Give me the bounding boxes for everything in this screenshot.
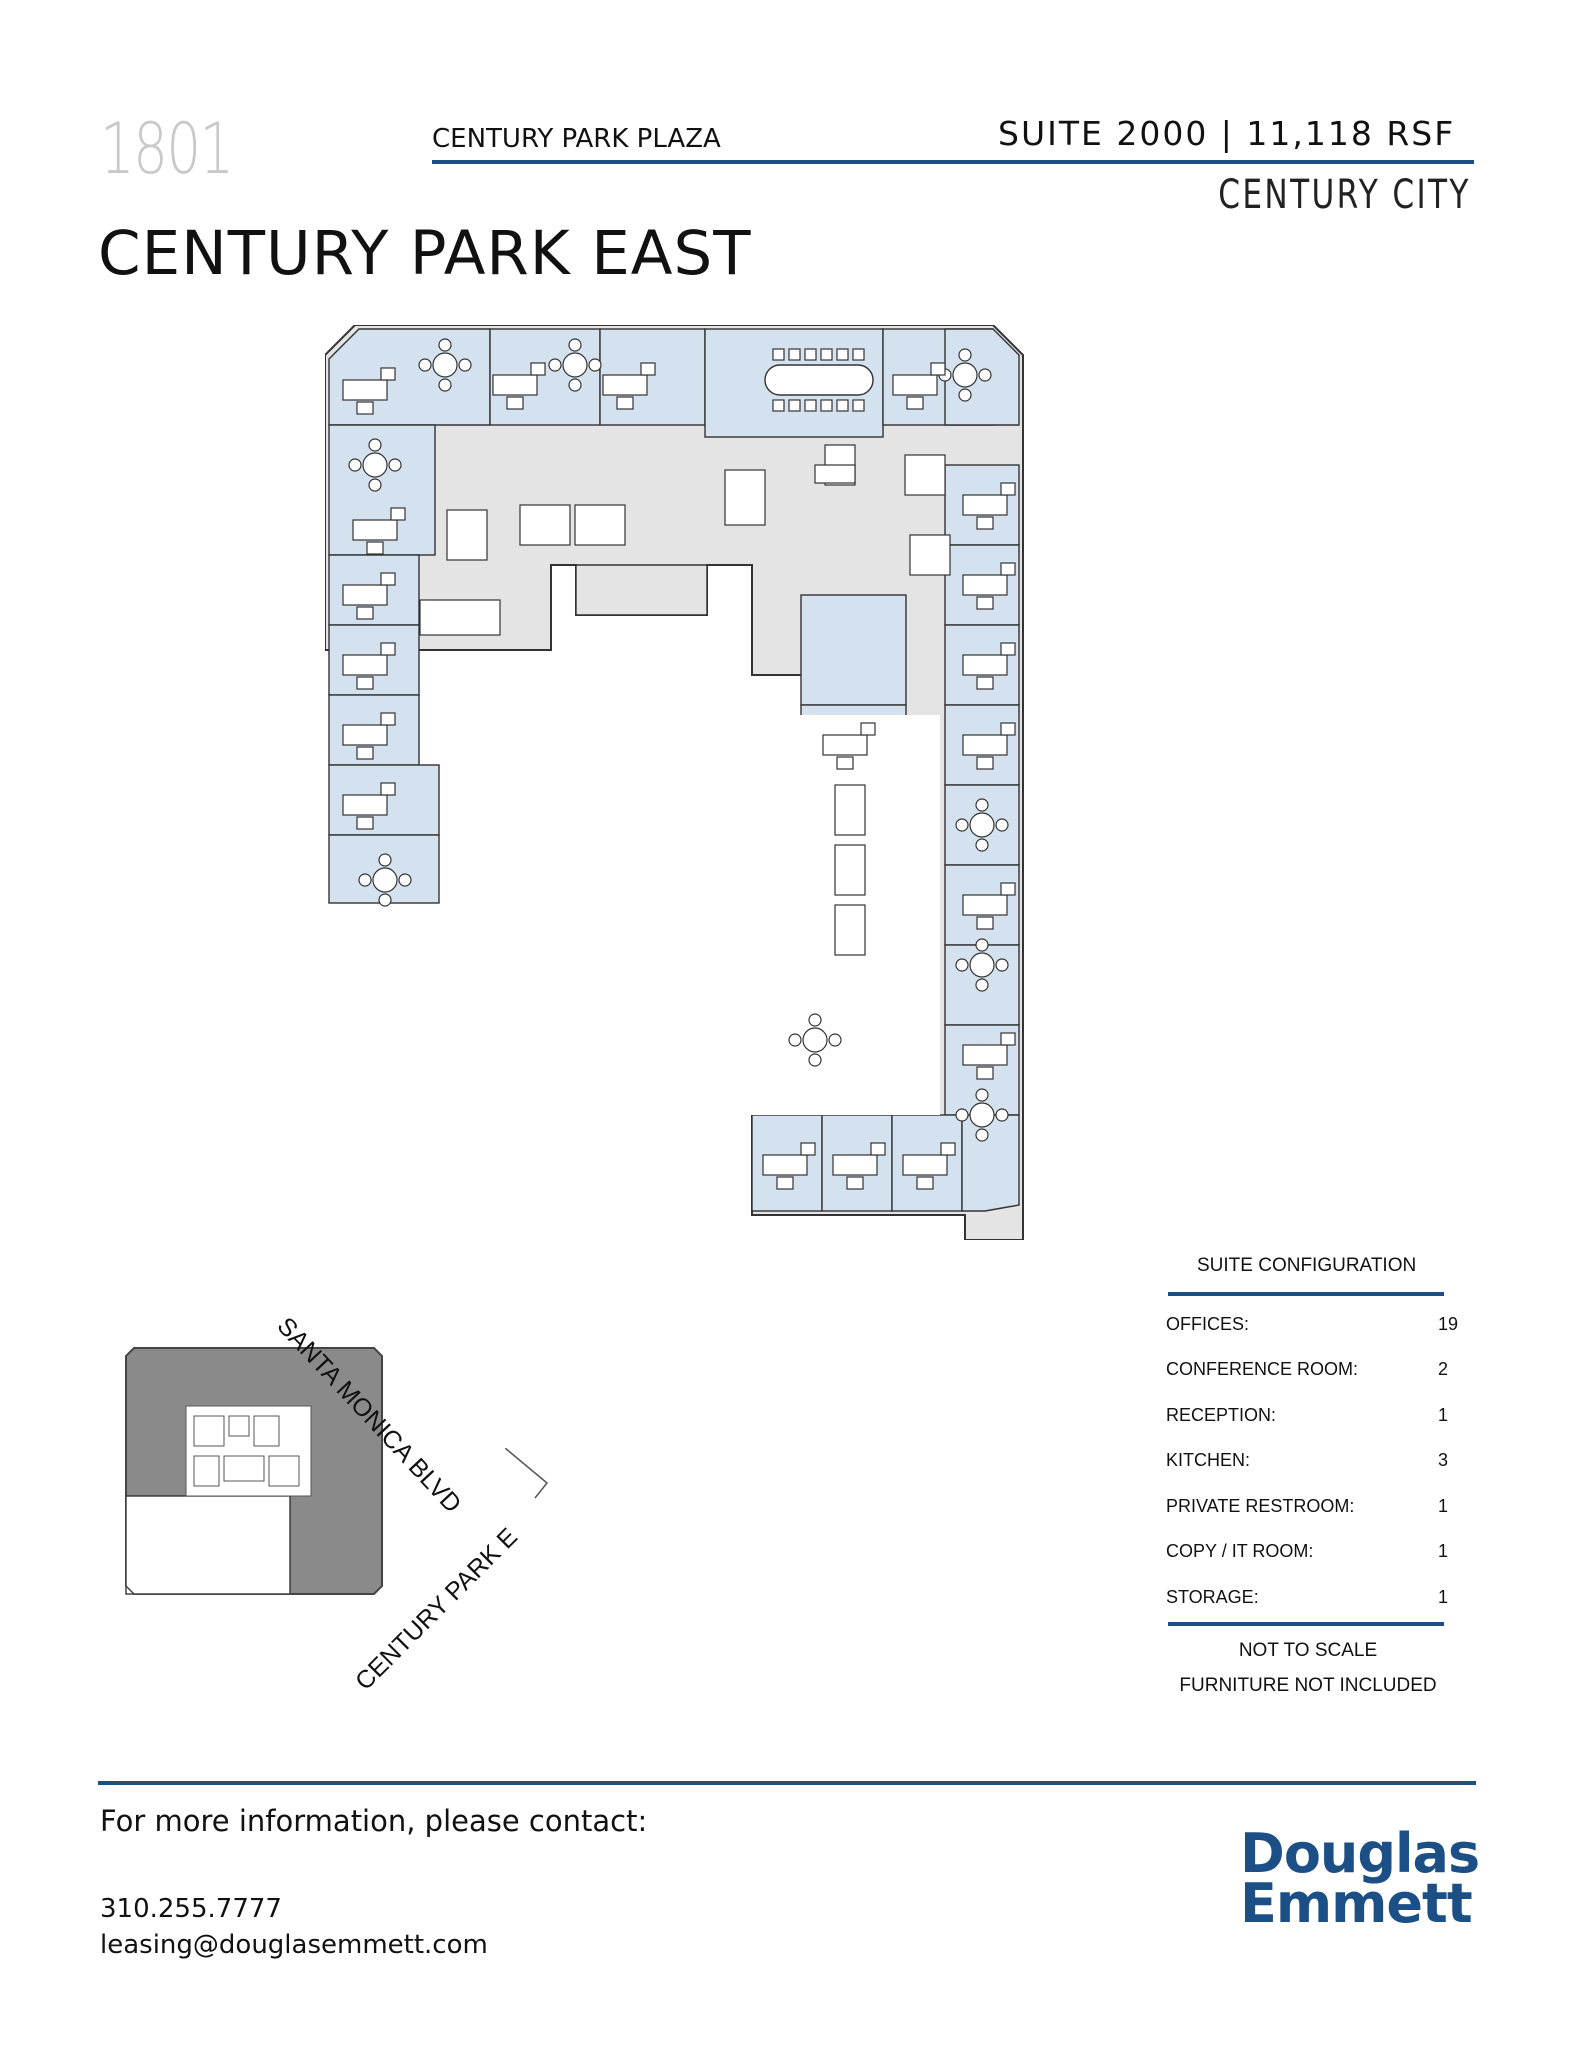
not-to-scale-note: NOT TO SCALE xyxy=(1238,1640,1378,1661)
footer-rule xyxy=(98,1781,1476,1785)
config-value: 3 xyxy=(1437,1450,1448,1470)
config-row-restroom: PRIVATE RESTROOM: 1 xyxy=(1166,1496,1458,1517)
config-label: PRIVATE RESTROOM: xyxy=(1166,1496,1355,1516)
config-value: 19 xyxy=(1437,1314,1458,1334)
config-rule-top xyxy=(1168,1292,1444,1296)
config-label: COPY / IT ROOM: xyxy=(1166,1541,1314,1561)
key-plan xyxy=(125,1347,383,1595)
douglas-emmett-logo: Douglas Emmett xyxy=(1240,1822,1480,1935)
street-corner-line xyxy=(505,1448,549,1499)
config-value: 1 xyxy=(1437,1587,1448,1607)
config-row-copy-it: COPY / IT ROOM: 1 xyxy=(1166,1541,1458,1562)
furniture-note: FURNITURE NOT INCLUDED xyxy=(1179,1675,1437,1696)
contact-email[interactable]: leasing@douglasemmett.com xyxy=(100,1930,488,1960)
config-row-kitchen: KITCHEN: 3 xyxy=(1166,1450,1458,1471)
config-label: OFFICES: xyxy=(1166,1314,1250,1334)
building-number: 1801 xyxy=(100,108,234,190)
building-name: CENTURY PARK PLAZA xyxy=(432,124,721,154)
config-row-offices: OFFICES: 19 xyxy=(1166,1314,1458,1335)
config-value: 2 xyxy=(1437,1359,1448,1379)
config-label: CONFERENCE ROOM: xyxy=(1166,1359,1359,1379)
header-rule xyxy=(432,160,1474,164)
logo-line-1: Douglas xyxy=(1240,1822,1480,1885)
config-label: KITCHEN: xyxy=(1166,1450,1251,1470)
config-row-conference: CONFERENCE ROOM: 2 xyxy=(1166,1359,1458,1380)
config-rule-bottom xyxy=(1168,1622,1444,1626)
config-label: RECEPTION: xyxy=(1166,1405,1277,1425)
neighborhood: CENTURY CITY xyxy=(1218,172,1471,218)
contact-heading: For more information, please contact: xyxy=(100,1804,648,1838)
config-value: 1 xyxy=(1437,1541,1448,1561)
config-label: STORAGE: xyxy=(1166,1587,1259,1607)
config-row-reception: RECEPTION: 1 xyxy=(1166,1405,1458,1426)
config-title: SUITE CONFIGURATION xyxy=(1197,1255,1417,1276)
config-value: 1 xyxy=(1437,1405,1448,1425)
contact-phone[interactable]: 310.255.7777 xyxy=(100,1894,282,1924)
config-row-storage: STORAGE: 1 xyxy=(1166,1587,1458,1608)
floor-plan xyxy=(325,325,1024,1240)
config-value: 1 xyxy=(1437,1496,1448,1516)
street-title: CENTURY PARK EAST xyxy=(98,218,752,289)
suite-info: SUITE 2000 | 11,118 RSF xyxy=(998,114,1456,153)
logo-line-2: Emmett xyxy=(1240,1872,1473,1935)
